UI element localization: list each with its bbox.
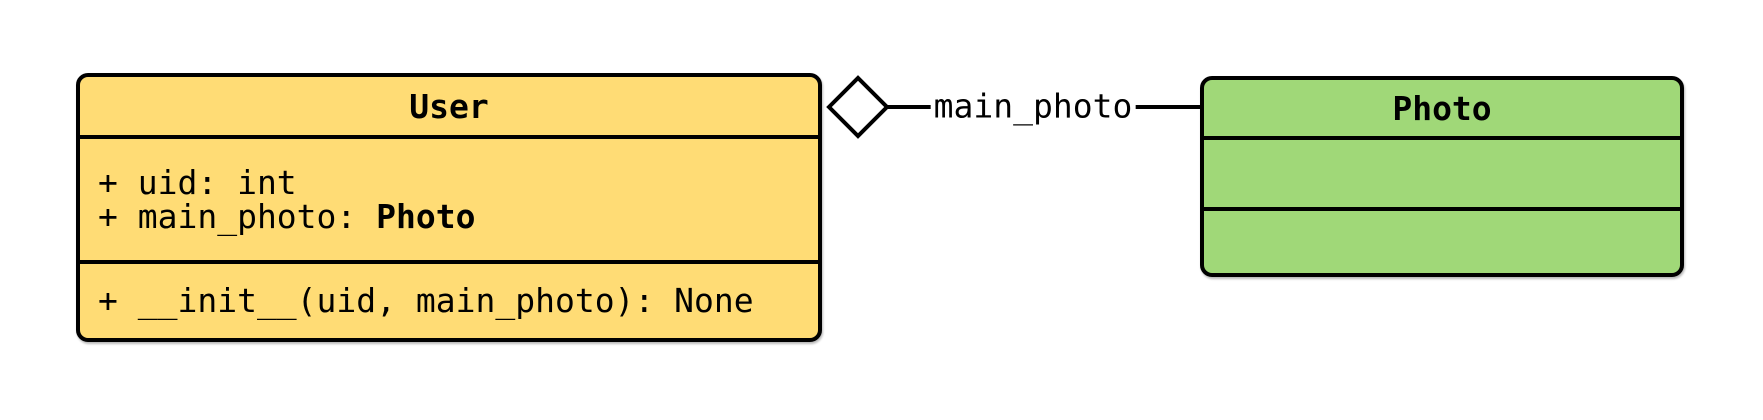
class-title-user: User (409, 86, 489, 126)
method-line: + __init__(uid, main_photo): None (98, 281, 754, 320)
attribute-line: + uid: int (98, 162, 818, 202)
class-header-photo: Photo (1204, 80, 1680, 136)
class-title-photo: Photo (1392, 88, 1492, 128)
section-divider (1204, 136, 1680, 140)
class-header-user: User (80, 77, 818, 135)
section-divider (1204, 207, 1680, 211)
attribute-line: + main_photo: Photo (98, 196, 818, 236)
attribute-type-bold: Photo (376, 196, 476, 236)
section-divider (80, 135, 818, 139)
class-box-user: User + uid: int + main_photo: Photo + __… (76, 73, 822, 342)
attribute-text: + main_photo: (98, 196, 377, 236)
class-box-photo: Photo (1200, 76, 1684, 277)
association-label: main_photo (930, 86, 1136, 126)
methods-section-user: + __init__(uid, main_photo): None (80, 264, 818, 338)
methods-section-photo-empty (1204, 211, 1680, 273)
section-divider (80, 260, 818, 264)
attributes-section-user: + uid: int + main_photo: Photo (80, 139, 818, 260)
attribute-text: + uid: int (98, 162, 297, 202)
aggregation-diamond-icon (826, 75, 890, 139)
attributes-section-photo-empty (1204, 140, 1680, 207)
